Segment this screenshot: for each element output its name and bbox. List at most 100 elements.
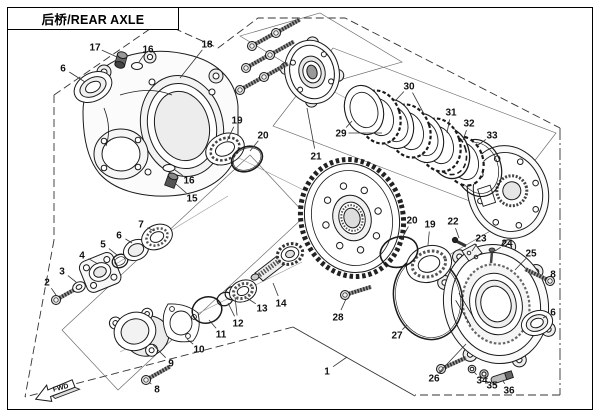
- callout-16: 16: [183, 176, 195, 187]
- breather-washer: [131, 62, 143, 70]
- callout-13: 13: [256, 304, 268, 315]
- leader-line-26: [438, 343, 467, 373]
- leader-line-16: [138, 54, 145, 63]
- callout-15: 15: [186, 194, 198, 205]
- leader-line-8: [149, 382, 152, 385]
- leader-line-10: [186, 338, 194, 345]
- callout-26: 26: [428, 374, 440, 385]
- callout-6: 6: [60, 64, 66, 75]
- callout-16: 16: [142, 45, 154, 56]
- leader-line-5: [108, 248, 118, 256]
- pin-36: [490, 370, 514, 384]
- callout-22: 22: [447, 217, 459, 228]
- leader-line-22: [455, 227, 460, 239]
- drive-pinion: [250, 242, 305, 282]
- breather-plug: [114, 51, 128, 69]
- callout-1: 1: [324, 367, 330, 378]
- leader-line-12: [227, 302, 235, 317]
- callout-10: 10: [193, 345, 205, 356]
- leader-line-20: [400, 226, 409, 241]
- leader-line-6: [69, 71, 86, 83]
- leader-line-30: [412, 92, 425, 115]
- callout-31: 31: [445, 108, 457, 119]
- page-title: 后桥/REAR AXLE: [41, 13, 145, 27]
- latch-plate: [461, 243, 483, 262]
- leader-line-17: [101, 49, 118, 58]
- callout-19: 19: [231, 116, 243, 127]
- callout-23: 23: [475, 234, 487, 245]
- leader-line-2: [50, 287, 57, 296]
- leader-line-23: [471, 243, 478, 252]
- hub-flange: [279, 36, 345, 108]
- leader-line-35: [485, 376, 488, 380]
- callout-29: 29: [335, 129, 347, 140]
- leader-line-25: [514, 258, 527, 271]
- leader-line-12: [234, 296, 238, 316]
- callout-12: 12: [232, 319, 244, 330]
- leader-line-4: [88, 258, 99, 265]
- callout-34: 34: [476, 376, 488, 387]
- fwd-label: FWD: [52, 383, 69, 394]
- leader-line-27: [402, 324, 408, 330]
- leader-line-33: [477, 139, 487, 146]
- gearcase-housing: [82, 50, 239, 197]
- nut-35: [479, 369, 489, 379]
- screw-22: [451, 236, 467, 248]
- leader-line-21: [306, 107, 315, 149]
- drain-plug: [164, 172, 179, 189]
- clutch-disc-stack: [343, 84, 462, 173]
- leader-line-14: [272, 282, 279, 297]
- callout-8: 8: [550, 270, 556, 281]
- callout-35: 35: [486, 381, 498, 392]
- leader-line-29: [345, 120, 353, 128]
- callout-6: 6: [550, 308, 556, 319]
- leader-line-13: [246, 297, 257, 305]
- o-ring-cover-side: [379, 235, 419, 269]
- leader-line-36: [502, 380, 506, 385]
- pinion-bearing: [229, 279, 257, 303]
- leader-line-19: [226, 126, 235, 142]
- callout-3: 3: [59, 267, 65, 278]
- leader-line-15: [175, 183, 187, 194]
- leader-line-28: [340, 298, 347, 311]
- ring-gear-bolt: [337, 278, 374, 307]
- callout-30: 30: [403, 82, 415, 93]
- bearing-cover-side: [405, 244, 453, 284]
- leader-line-11: [208, 319, 217, 329]
- oil-seal-front: [73, 70, 113, 104]
- nut-34: [467, 364, 477, 374]
- screw-24: [488, 247, 496, 264]
- leader-line-6: [542, 315, 547, 319]
- callout-20: 20: [257, 131, 269, 142]
- callout-36: 36: [503, 386, 515, 397]
- carrier-gasket: [162, 303, 200, 343]
- callout-20: 20: [406, 216, 418, 227]
- leader-line-30: [395, 91, 405, 101]
- fwd-arrow: FWD: [34, 379, 81, 402]
- leader-line-26: [439, 370, 443, 374]
- leader-line-16: [174, 169, 184, 176]
- callout-8: 8: [154, 385, 160, 396]
- callout-5: 5: [100, 240, 106, 251]
- leader-line-24: [494, 246, 502, 252]
- differential-case: [466, 145, 550, 239]
- callout-25: 25: [525, 249, 537, 260]
- callout-27: 27: [391, 331, 403, 342]
- callout-33: 33: [486, 131, 498, 142]
- title-box: 后桥/REAR AXLE: [7, 7, 179, 30]
- callout-19: 19: [424, 220, 436, 231]
- callout-2: 2: [44, 278, 50, 289]
- bearing-flange: [141, 223, 173, 251]
- leader-line-19: [427, 231, 430, 246]
- o-ring-housing-side: [230, 145, 264, 173]
- leader-line-7: [147, 227, 155, 232]
- leader-line-8: [544, 278, 548, 281]
- rear-cover: [437, 239, 556, 368]
- callout-18: 18: [201, 40, 213, 51]
- callout-4: 4: [79, 251, 85, 262]
- output-flange: [78, 252, 122, 293]
- ring-gear: [297, 157, 407, 279]
- leader-line-6: [125, 238, 133, 244]
